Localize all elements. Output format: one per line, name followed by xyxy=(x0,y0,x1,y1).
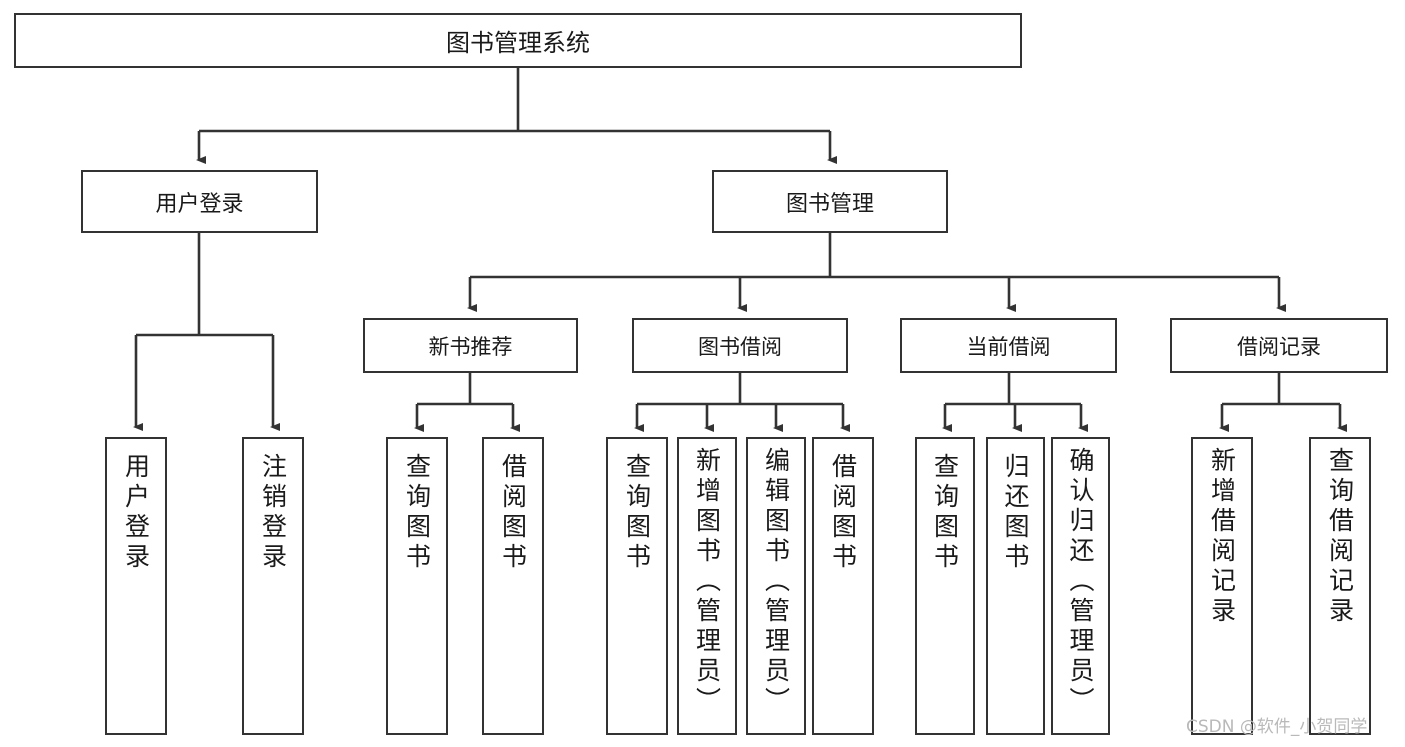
node-new-book-recommend[interactable]: 新书推荐 xyxy=(363,318,578,373)
leaf-book-borrow-add[interactable]: 新增图书（管理员） xyxy=(677,437,737,735)
csdn-watermark: CSDN @软件_小贺同学 xyxy=(1186,717,1368,737)
node-book-management[interactable]: 图书管理 xyxy=(712,170,948,233)
leaf-borrow-record-add[interactable]: 新增借阅记录 xyxy=(1191,437,1253,735)
leaf-label: 借阅图书 xyxy=(498,453,528,573)
leaf-current-borrow-return[interactable]: 归还图书 xyxy=(986,437,1045,735)
leaf-label: 查询图书 xyxy=(402,453,432,573)
leaf-label: 新增借阅记录 xyxy=(1207,447,1237,627)
leaf-current-borrow-query[interactable]: 查询图书 xyxy=(915,437,975,735)
leaf-label: 借阅图书 xyxy=(828,453,858,573)
leaf-book-borrow-borrow[interactable]: 借阅图书 xyxy=(812,437,874,735)
leaf-label: 新增图书（管理员） xyxy=(692,447,722,717)
leaf-label: 确认归还（管理员） xyxy=(1066,447,1095,717)
leaf-new-book-borrow[interactable]: 借阅图书 xyxy=(482,437,544,735)
node-book-borrow[interactable]: 图书借阅 xyxy=(632,318,848,373)
node-root[interactable]: 图书管理系统 xyxy=(14,13,1022,68)
node-user-login-label: 用户登录 xyxy=(155,191,244,217)
node-root-label: 图书管理系统 xyxy=(446,29,590,57)
leaf-label: 查询借阅记录 xyxy=(1325,447,1355,627)
node-book-borrow-label: 图书借阅 xyxy=(698,334,782,359)
node-current-borrow-label: 当前借阅 xyxy=(966,334,1051,359)
leaf-book-borrow-edit[interactable]: 编辑图书（管理员） xyxy=(746,437,806,735)
leaf-new-book-query[interactable]: 查询图书 xyxy=(386,437,448,735)
node-borrow-record[interactable]: 借阅记录 xyxy=(1170,318,1388,373)
leaf-current-borrow-confirm[interactable]: 确认归还（管理员） xyxy=(1051,437,1110,735)
node-user-login[interactable]: 用户登录 xyxy=(81,170,318,233)
leaf-user-login-logout[interactable]: 注销登录 xyxy=(242,437,304,735)
leaf-borrow-record-query[interactable]: 查询借阅记录 xyxy=(1309,437,1371,735)
leaf-label: 查询图书 xyxy=(622,453,652,573)
leaf-book-borrow-query[interactable]: 查询图书 xyxy=(606,437,668,735)
leaf-label: 查询图书 xyxy=(930,453,960,573)
leaf-user-login-login[interactable]: 用户登录 xyxy=(105,437,167,735)
leaf-label: 用户登录 xyxy=(121,453,151,573)
node-new-book-recommend-label: 新书推荐 xyxy=(428,334,513,359)
node-current-borrow[interactable]: 当前借阅 xyxy=(900,318,1117,373)
leaf-label: 归还图书 xyxy=(1001,453,1030,573)
leaf-label: 编辑图书（管理员） xyxy=(761,447,791,717)
leaf-label: 注销登录 xyxy=(258,453,288,573)
node-book-management-label: 图书管理 xyxy=(785,191,874,217)
node-borrow-record-label: 借阅记录 xyxy=(1237,334,1321,359)
